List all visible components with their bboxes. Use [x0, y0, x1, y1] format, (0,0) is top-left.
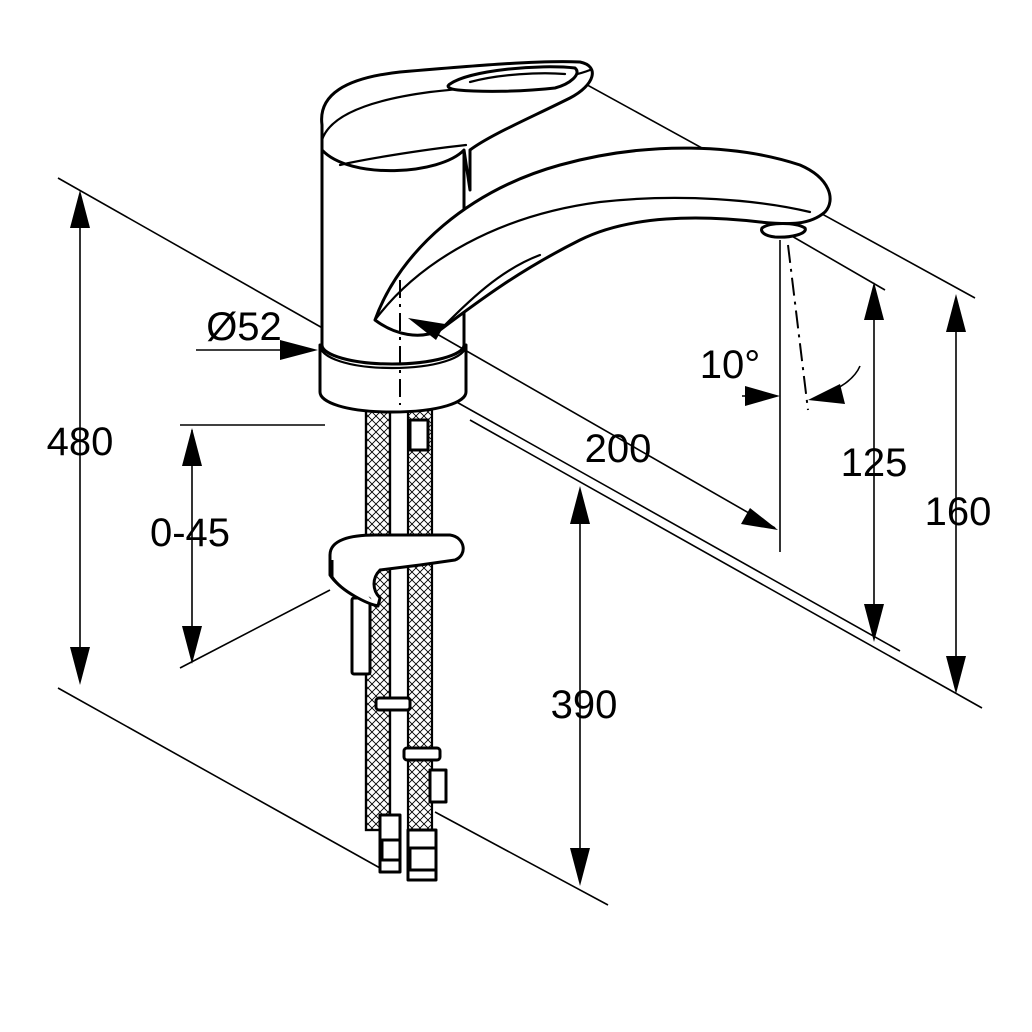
supply-hoses	[364, 408, 448, 882]
dim-label-10-degrees: 10°	[700, 343, 761, 387]
dim-label-0-45: 0-45	[150, 511, 230, 555]
dimension-arrows	[70, 190, 966, 886]
dim-label-160: 160	[925, 490, 992, 534]
faucet-body	[318, 60, 832, 414]
dim-label-480: 480	[47, 420, 114, 464]
dim-label-200: 200	[585, 427, 652, 471]
dim-label-125: 125	[841, 441, 908, 485]
mounting-bracket	[328, 533, 465, 676]
dim-label-diameter: Ø52	[206, 305, 282, 349]
dim-label-390: 390	[551, 683, 618, 727]
